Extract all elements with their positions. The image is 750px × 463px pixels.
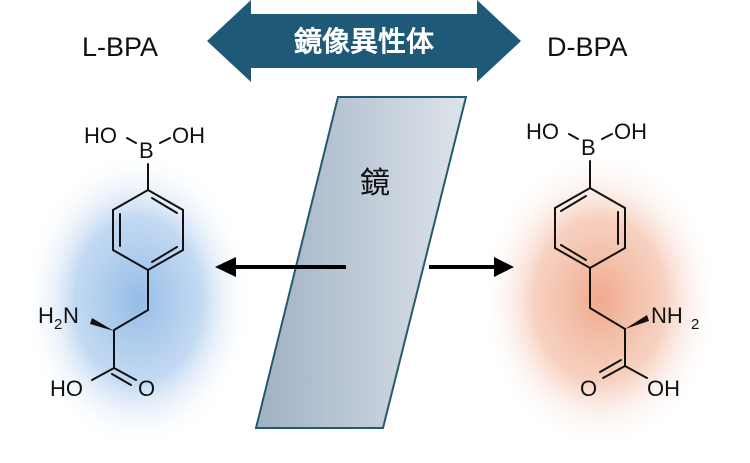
stereo-wedge [625, 315, 649, 329]
arrowhead-right-icon [494, 257, 514, 277]
atom-acid-o: O [138, 376, 155, 401]
double-arrow-shape [207, 0, 521, 82]
atom-acid-ho: HO [50, 376, 83, 401]
atom-boron: B [139, 138, 154, 163]
left-reflection-arrow [215, 257, 346, 277]
left-glow [23, 150, 253, 450]
atom-acid-o: O [580, 376, 597, 401]
right-glow [480, 150, 720, 450]
arrowhead-left-icon [215, 257, 236, 277]
atom-oh: OH [614, 119, 647, 144]
atom-nh: NH [651, 303, 683, 328]
banner-text: 鏡像異性体 [294, 25, 435, 57]
mirror-pane [254, 96, 468, 429]
d-bpa-structure: HO OH B NH 2 O OH [526, 119, 699, 401]
right-reflection-arrow [429, 257, 514, 277]
atom-boron: B [581, 135, 596, 160]
atom-nh-sub: 2 [691, 316, 699, 333]
enantiomer-banner: 鏡像異性体 [207, 0, 521, 82]
atom-ho: HO [526, 119, 559, 144]
atom-acid-oh: OH [647, 376, 680, 401]
atom-oh: OH [172, 123, 205, 148]
atom-ho: HO [84, 123, 117, 148]
atom-h2n-h: H [38, 303, 54, 328]
mirror-label: 鏡 [360, 167, 390, 200]
l-bpa-structure: HO OH B H 2 N HO O [38, 123, 205, 401]
atom-h2n-sub: 2 [54, 316, 62, 333]
left-molecule-name: L-BPA [82, 32, 158, 62]
mirror: 鏡 [254, 96, 468, 429]
stereo-wedge [90, 318, 114, 331]
atom-h2n-n: N [63, 303, 79, 328]
right-molecule-name: D-BPA [547, 32, 628, 62]
